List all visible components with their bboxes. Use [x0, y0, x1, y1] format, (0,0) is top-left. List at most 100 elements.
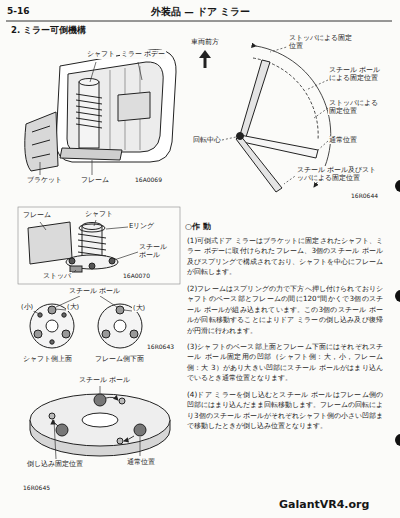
frame-part [28, 222, 72, 264]
shaft-face [62, 330, 70, 338]
frame-face [116, 306, 124, 314]
leader-line [55, 309, 66, 310]
shaft [79, 79, 99, 86]
base-disc [117, 438, 123, 444]
motion-arrow [53, 397, 134, 441]
leader-line [114, 252, 138, 260]
position-label: ストッパによる固定位置 [288, 34, 358, 50]
frame-part [28, 222, 72, 264]
bracket [25, 112, 58, 171]
base-disc [134, 424, 146, 436]
body-paragraph: (3)シャフトのベース部上面とフレーム下面にはそれぞれスチール ボール固定用の凹… [186, 342, 384, 384]
base-disc [30, 394, 170, 456]
part-label: スチール ボール [78, 376, 131, 385]
shaft-assembly [89, 263, 95, 269]
leader-line [54, 420, 56, 459]
figure-frame [18, 207, 180, 284]
frame-plate [60, 148, 122, 160]
position-label: ストッパによる固定位置 [328, 99, 384, 115]
leader-line [222, 46, 328, 184]
motion-arrow [106, 397, 118, 400]
mirror-body [67, 62, 163, 152]
mirror-body [56, 50, 176, 162]
leader-line [222, 137, 236, 140]
part-label: ミラー ボデー [120, 50, 166, 59]
leader-line [314, 108, 328, 118]
mirror-body [118, 92, 150, 121]
shaft-face [50, 340, 54, 344]
section-heading: ○作 動 [184, 222, 212, 232]
leader-line [54, 386, 140, 459]
direction-arrow [199, 50, 211, 58]
part-label: Eリング [128, 222, 155, 231]
part-label: シャフト [86, 50, 116, 59]
leader-line [32, 296, 132, 314]
binding-hole [395, 434, 400, 446]
frame-plate [60, 148, 122, 160]
leader-line [40, 220, 138, 272]
binding-hole [395, 290, 400, 302]
direction-label: 車両前方 [190, 38, 220, 47]
part-label: スチール ボール [68, 287, 121, 296]
shaft [76, 94, 102, 128]
base-disc [30, 394, 170, 446]
part-label: シャフト [84, 210, 114, 219]
shaft-assembly [79, 224, 105, 232]
section-title: 2. ミラー可倒機構 [10, 25, 87, 36]
page-rules [6, 21, 392, 22]
mirror-position [240, 60, 270, 137]
leader-line [40, 62, 142, 175]
binding-hole [395, 180, 400, 192]
position-label: スチール ボールによる固定位置 [328, 66, 384, 82]
position-label: 倒し込み固定位置 [26, 460, 84, 469]
frame-face [114, 320, 126, 332]
base-disc [94, 394, 106, 406]
leader-line [138, 62, 142, 80]
part-label: ストッパ [42, 272, 72, 281]
leader-line [100, 296, 117, 307]
leader-line [90, 62, 96, 82]
shaft-assembly [69, 258, 75, 264]
leader-line [106, 227, 128, 229]
leader-line [74, 270, 76, 272]
mirror-position [236, 135, 282, 192]
figure-frame [18, 207, 180, 284]
shaft-face [46, 320, 58, 332]
part-label: フレーム [22, 211, 52, 220]
size-label: (大) [66, 303, 80, 311]
shaft [76, 79, 102, 149]
leader-line [306, 80, 328, 90]
shaft-face [34, 330, 42, 338]
position-label: 回転中心 [192, 136, 222, 144]
shaft-face [62, 313, 66, 317]
direction-arrow [204, 58, 207, 68]
position-label: 通常位置 [126, 458, 156, 467]
figure-code: 16R0643 [146, 343, 175, 351]
part-label: ブラケット [26, 176, 63, 185]
page-rules [6, 21, 392, 22]
binding-hole [395, 180, 400, 446]
figure-code: 16R0645 [22, 484, 51, 492]
body-paragraph: (1)可倒式ドア ミラーはブラケットに固定されたシャフト、ミラー ボデーに取付け… [186, 236, 384, 278]
motion-arrow [124, 436, 134, 441]
bracket [32, 126, 50, 158]
base-disc [82, 413, 118, 427]
figure-code: 16A0069 [134, 176, 163, 184]
body-paragraph: (2)フレームはスプリングの力で下方へ押し付けられておりシャフトのベース部とフレ… [186, 284, 384, 336]
leader-line [94, 220, 96, 226]
mirror-body [56, 50, 176, 162]
shaft-assembly [66, 223, 118, 273]
base-disc [49, 413, 55, 419]
bracket [25, 112, 58, 171]
size-label: (大) [132, 304, 146, 312]
face-label: フレーム側下面 [94, 355, 145, 364]
leader-line [92, 160, 93, 175]
part-label: フレーム [80, 176, 110, 185]
leader-line [40, 162, 41, 175]
watermark: GalantVR4.org [278, 498, 370, 512]
face-label: シャフト側上面 [22, 355, 73, 364]
shaft-face [48, 306, 56, 314]
frame-face [130, 330, 138, 338]
leader-line [124, 310, 132, 311]
